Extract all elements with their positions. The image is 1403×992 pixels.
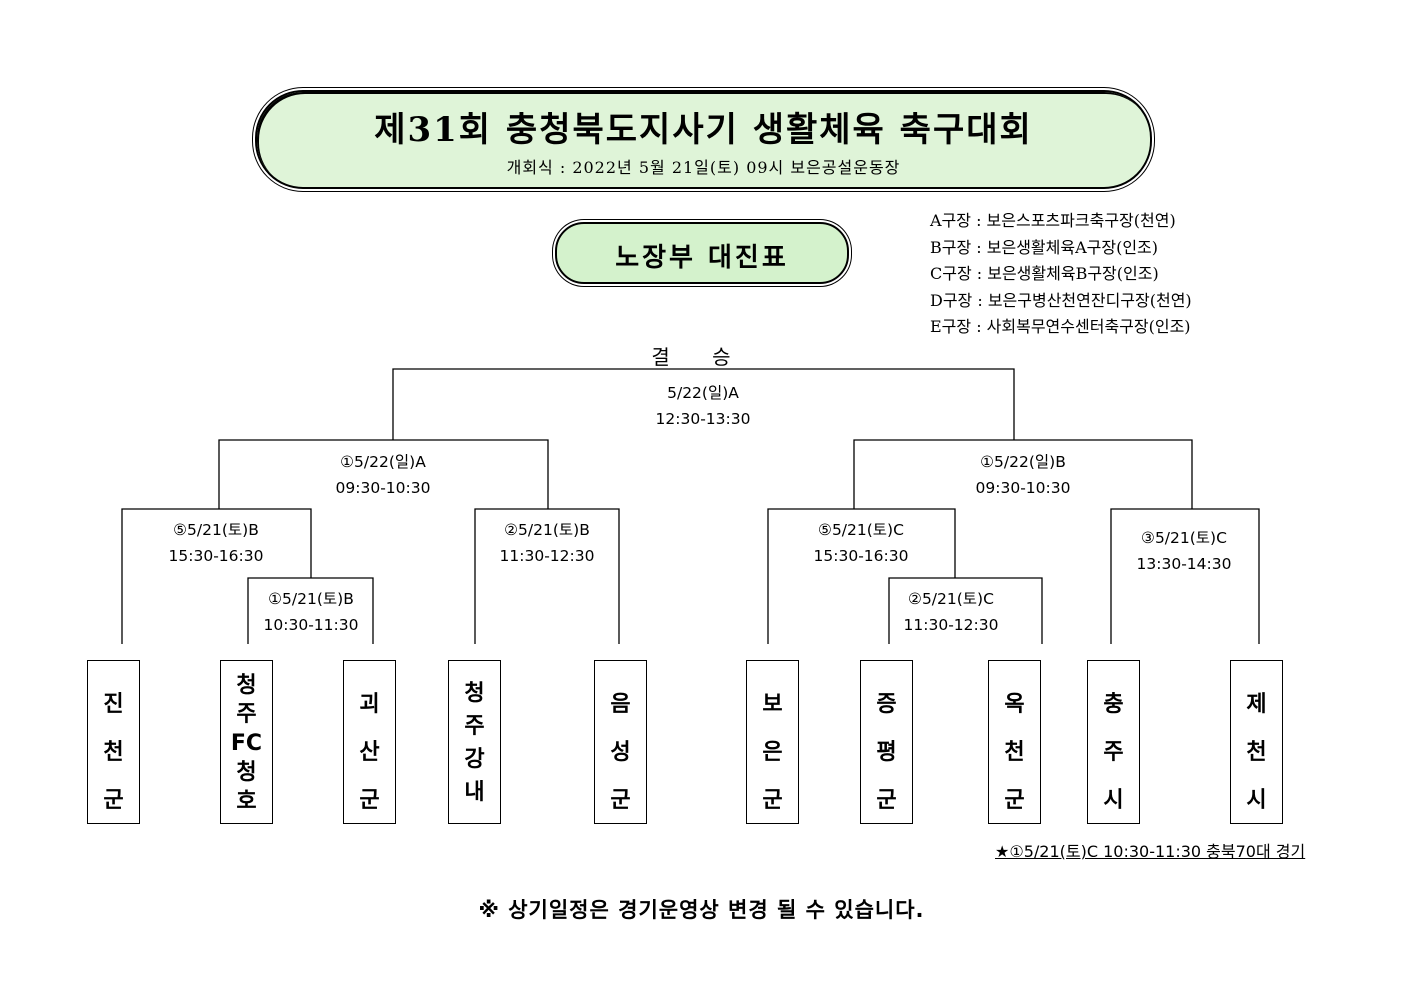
r1b-bracket <box>888 577 1043 644</box>
venue-d: D구장 : 보은구병산천연잔디구장(천연) <box>930 290 1192 310</box>
semi-left-bracket <box>218 439 549 509</box>
qf4-label: ③5/21(토)C 13:30-14:30 <box>1109 525 1259 577</box>
final-match-label: 5/22(일)A 12:30-13:30 <box>593 380 813 432</box>
r1a-bracket <box>247 577 374 644</box>
team-jecheon: 제 천 시 <box>1230 660 1283 824</box>
qf2-time: 11:30-12:30 <box>499 547 595 565</box>
team-cheongju-fc-cheongho: 청 주 FC 청 호 <box>220 660 273 824</box>
r1a-time: 10:30-11:30 <box>263 616 359 634</box>
qf2-date: ②5/21(토)B <box>504 521 590 539</box>
special-match-note: ★①5/21(토)C 10:30-11:30 충북70대 경기 <box>995 842 1306 861</box>
venue-legend: A구장 : 보은스포츠파크축구장(천연) B구장 : 보은생활체육A구장(인조)… <box>930 208 1192 341</box>
semi-right-date: ①5/22(일)B <box>980 453 1066 471</box>
r1a-date: ①5/21(토)B <box>268 590 354 608</box>
division-label: 노장부 대진표 <box>615 243 789 273</box>
team-chungju: 충 주 시 <box>1087 660 1140 824</box>
team-boeun: 보 은 군 <box>746 660 799 824</box>
qf1-date: ⑤5/21(토)B <box>173 521 259 539</box>
qf1-bracket <box>121 508 312 644</box>
semi-left-time: 09:30-10:30 <box>335 479 431 497</box>
venue-c: C구장 : 보은생활체육B구장(인조) <box>930 264 1159 283</box>
qf3-date: ⑤5/21(토)C <box>818 521 904 539</box>
venue-a: A구장 : 보은스포츠파크축구장(천연) <box>930 211 1176 230</box>
r1b-time: 11:30-12:30 <box>903 616 999 634</box>
final-time: 12:30-13:30 <box>655 410 751 428</box>
r1b-date: ②5/21(토)C <box>908 590 994 608</box>
final-title: 결 승 <box>651 345 749 369</box>
qf3-label: ⑤5/21(토)C 15:30-16:30 <box>786 517 936 569</box>
opening-ceremony-info: 개회식 : 2022년 5월 21일(토) 09시 보은공설운동장 <box>506 158 901 177</box>
qf4-bracket <box>1110 508 1260 644</box>
team-eumseong: 음 성 군 <box>594 660 647 824</box>
team-jincheon: 진 천 군 <box>87 660 140 824</box>
schedule-change-notice: ※ 상기일정은 경기운영상 변경 될 수 있습니다. <box>478 898 925 922</box>
team-goesan: 괴 산 군 <box>343 660 396 824</box>
final-date: 5/22(일)A <box>667 384 739 402</box>
qf1-time: 15:30-16:30 <box>168 547 264 565</box>
qf4-time: 13:30-14:30 <box>1136 555 1232 573</box>
qf2-label: ②5/21(토)B 11:30-12:30 <box>472 517 622 569</box>
team-okcheon: 옥 천 군 <box>988 660 1041 824</box>
team-jeungpyeong: 증 평 군 <box>860 660 913 824</box>
division-badge: 노장부 대진표 <box>555 222 849 284</box>
semi-right-label: ①5/22(일)B 09:30-10:30 <box>923 449 1123 501</box>
qf1-label: ⑤5/21(토)B 15:30-16:30 <box>141 517 291 569</box>
qf3-bracket <box>767 508 956 644</box>
qf2-bracket <box>474 508 620 644</box>
title-banner: 제31회 충청북도지사기 생활체육 축구대회 개회식 : 2022년 5월 21… <box>255 90 1152 189</box>
semi-right-bracket <box>853 439 1193 509</box>
final-bracket <box>392 368 1015 440</box>
semi-left-label: ①5/22(일)A 09:30-10:30 <box>283 449 483 501</box>
r1a-label: ①5/21(토)B 10:30-11:30 <box>236 586 386 638</box>
qf4-date: ③5/21(토)C <box>1141 529 1227 547</box>
tournament-title: 제31회 충청북도지사기 생활체육 축구대회 <box>374 110 1033 150</box>
semi-right-time: 09:30-10:30 <box>975 479 1071 497</box>
r1b-label: ②5/21(토)C 11:30-12:30 <box>876 586 1026 638</box>
team-cheongju-gangnae: 청 주 강 내 <box>448 660 501 824</box>
semi-left-date: ①5/22(일)A <box>340 453 426 471</box>
venue-e: E구장 : 사회복무연수센터축구장(인조) <box>930 317 1191 336</box>
venue-b: B구장 : 보은생활체육A구장(인조) <box>930 237 1158 257</box>
qf3-time: 15:30-16:30 <box>813 547 909 565</box>
